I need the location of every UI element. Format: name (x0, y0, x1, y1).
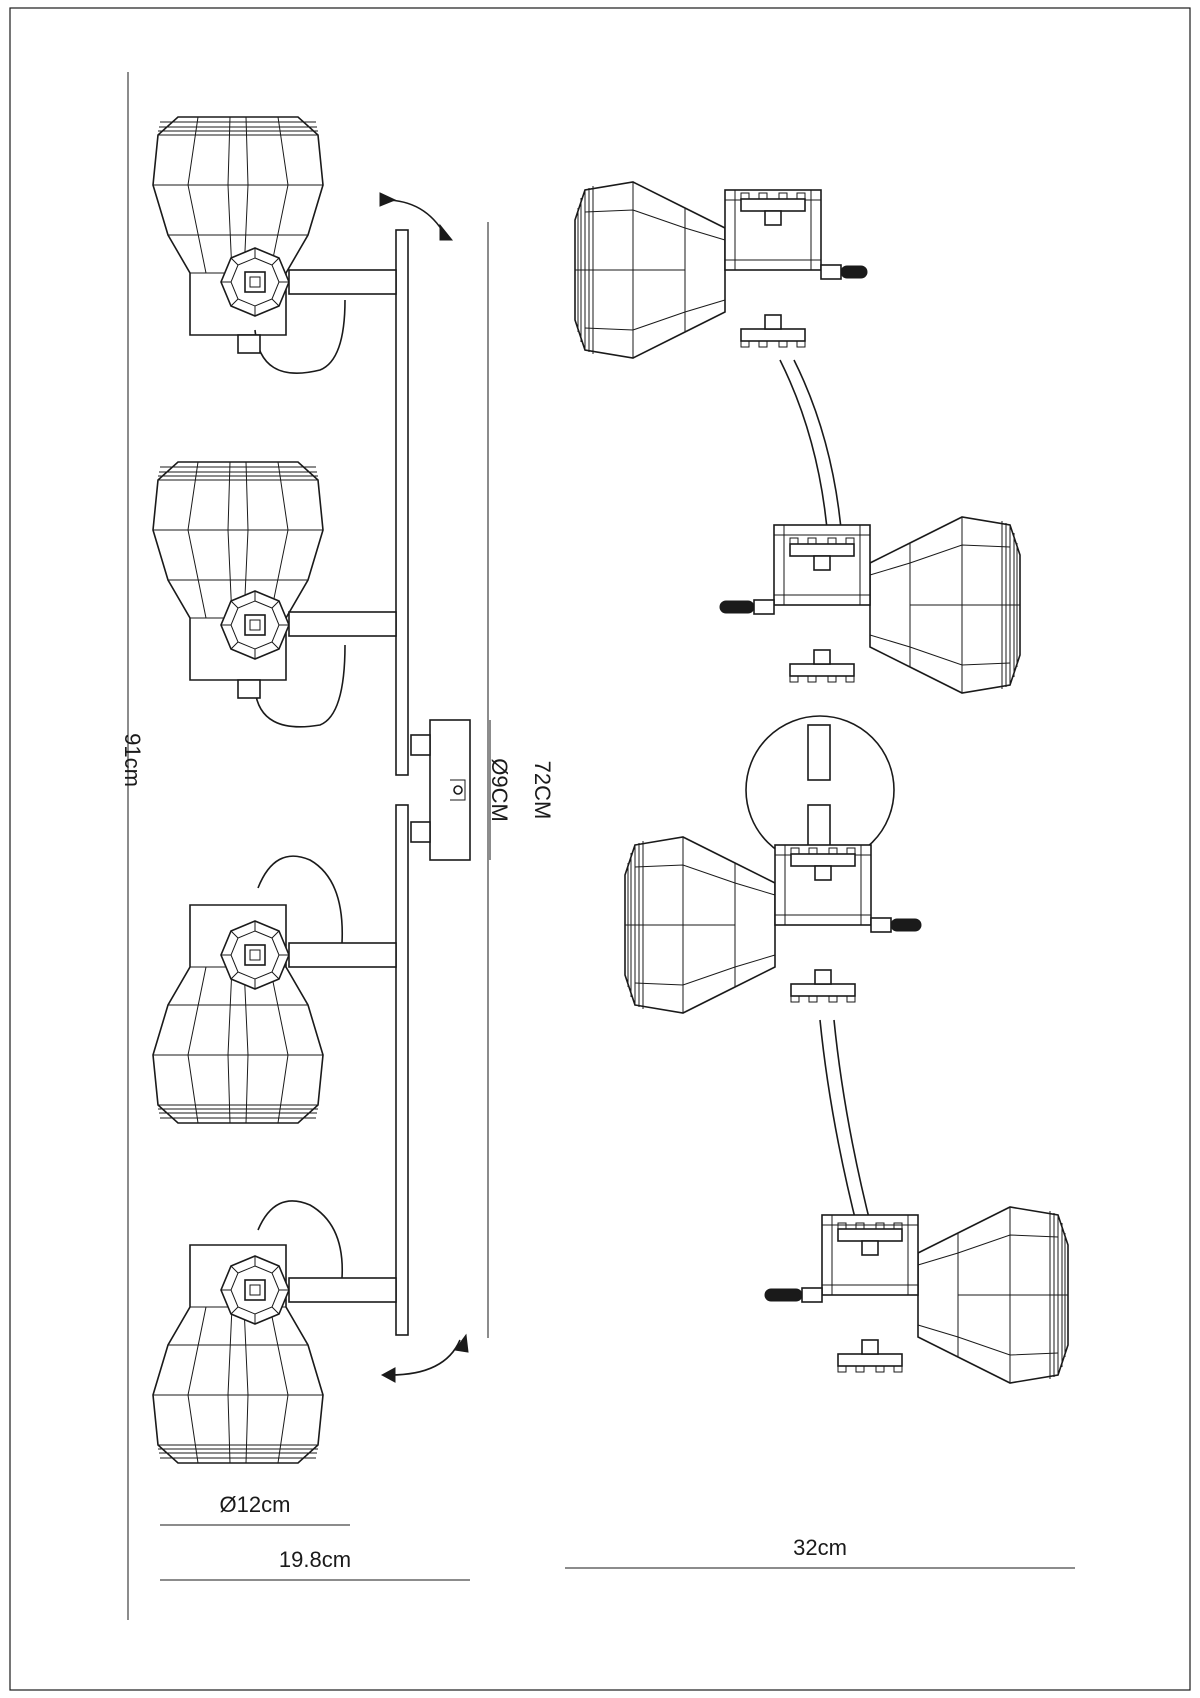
side-lamp-3 (624, 836, 776, 1014)
side-lamp-1 (574, 181, 726, 359)
side-view (574, 181, 1069, 1384)
side-lamp-2 (869, 516, 1021, 694)
front-view (152, 116, 471, 1464)
dim-base-diameter: Ø9CM (487, 758, 512, 822)
dimension-lines (127, 72, 1075, 1620)
dim-shade-diameter: Ø12cm (220, 1492, 291, 1517)
page-border (9, 7, 1191, 1691)
base-plate (429, 719, 471, 861)
screw-icon (453, 785, 463, 795)
dim-total-height: 91cm (120, 733, 145, 787)
mount-bar-upper (395, 229, 409, 776)
dim-depth: 19.8cm (279, 1547, 351, 1572)
rotation-arrow-icon (389, 1339, 461, 1376)
mount-bar-lower (395, 804, 409, 1336)
dim-bar-length: 72CM (530, 761, 555, 820)
dim-side-width: 32cm (793, 1535, 847, 1560)
rotation-arrow-icon (384, 199, 446, 236)
side-lamp-4 (917, 1206, 1069, 1384)
